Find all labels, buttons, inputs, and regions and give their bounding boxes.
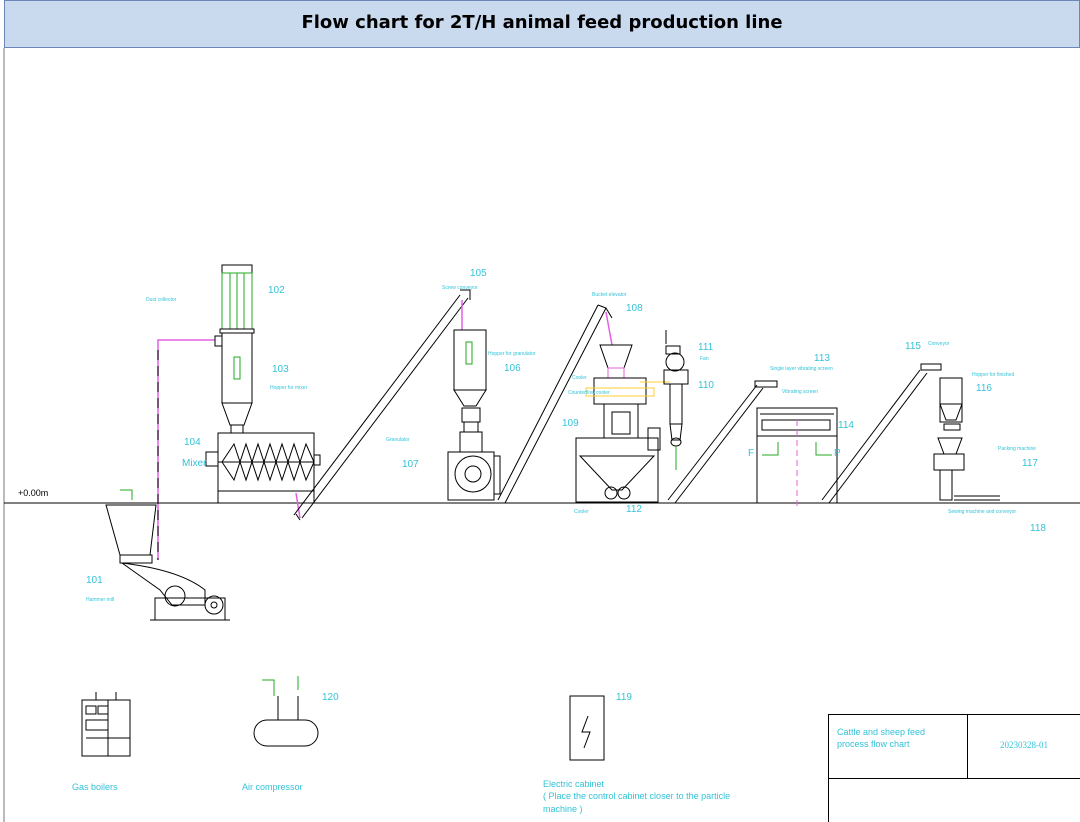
label-101: 101 [86,575,103,586]
drawing-number: 20230328-01 [1000,740,1048,750]
air-compressor-icon [253,676,319,747]
packing-line [933,377,1000,501]
label-electric-cabinet: Electric cabinet [543,779,605,789]
label-120: 120 [322,692,339,703]
label-109: 109 [562,418,579,429]
label-106: 106 [504,363,521,374]
label-116: 116 [976,383,992,394]
dust-collector [214,264,255,434]
mixer [205,432,321,503]
label-hopper-mixer: Hopper for mixer [270,385,308,391]
label-bucket-elevator: Bucket elevator [592,292,627,298]
label-cooler: Cooler [572,375,587,381]
title-bar: Flow chart for 2T/H animal feed producti… [4,0,1080,48]
label-102: 102 [268,285,285,296]
label-vibrating-screen: Vibrating screen [782,389,819,395]
counterflow-cooler [575,344,670,503]
label-hopper-granulator: Hopper for granulator [488,351,536,357]
screw-conveyor [293,289,471,521]
label-112: 112 [626,504,642,515]
label-granulator: Granulator [386,437,410,443]
label-105: 105 [470,268,487,279]
title-block: Cattle and sheep feed process flow chart… [828,714,1080,822]
electric-cabinet-icon [569,695,605,761]
label-fan: Fan [700,356,709,362]
label-104: 104 [184,437,201,448]
label-103: 103 [272,364,289,375]
label-113: 113 [814,353,830,364]
label-p-marker: P [834,448,841,459]
title-block-number-cell [967,714,1080,779]
label-108: 108 [626,303,643,314]
label-dust-collector: Dust collector [146,297,177,303]
gas-boiler-icon [81,692,131,757]
granulator [447,329,501,501]
conveyor-115 [821,363,942,504]
label-110: 110 [698,380,714,391]
label-packing: Packing machine [998,446,1037,452]
label-conveyor: Conveyor [928,341,950,347]
label-mixer: Mixer [182,458,207,469]
page-title: Flow chart for 2T/H animal feed producti… [301,12,783,33]
label-sewing: Sewing machine and conveyor [948,509,1017,515]
label-111: 111 [698,342,714,353]
label-f-marker: F [748,448,755,459]
label-118: 118 [1030,523,1046,534]
label-cabinet-note-2: machine ) [543,804,583,814]
project-name-line2: process flow chart [837,739,910,749]
label-119: 119 [616,692,632,703]
ground-level: +0.00m [18,488,49,498]
label-115: 115 [905,341,921,352]
conveyor-112 [667,380,778,504]
label-cabinet-note-1: ( Place the control cabinet closer to th… [543,791,731,801]
project-name-line1: Cattle and sheep feed [837,727,926,737]
label-hammer-mill: Hammer mill [86,597,115,603]
vibrating-screen [756,407,838,510]
label-107: 107 [402,459,419,470]
label-gas-boilers: Gas boilers [72,782,118,792]
cyclone-fan [663,330,689,470]
label-114: 114 [838,420,854,431]
label-117: 117 [1022,458,1038,469]
label-screw-conveyor: Screw conveyor [442,285,478,291]
label-counterflow-cooler: Counterflow cooler [568,390,610,396]
hammer-mill [105,489,230,621]
label-air-compressor: Air compressor [242,782,303,792]
label-single-screen: Single layer vibrating screen [770,366,833,372]
label-cooler-2: Cooler [574,509,589,515]
bucket-elevator [497,304,613,504]
label-hopper-finished: Hopper for finished [972,372,1015,378]
dust-pipe [157,339,215,560]
